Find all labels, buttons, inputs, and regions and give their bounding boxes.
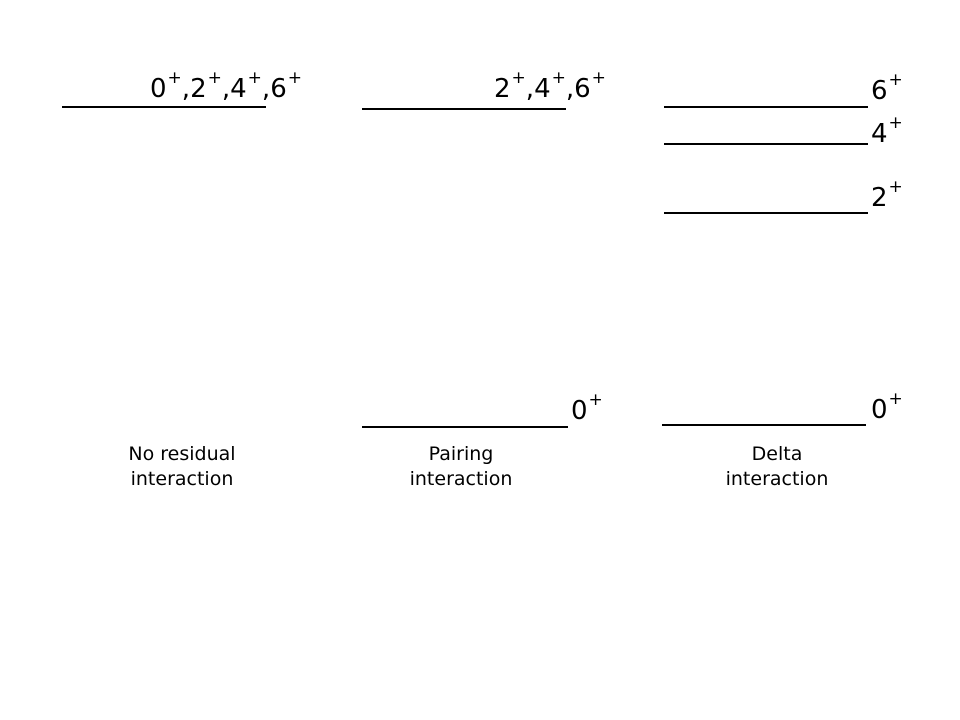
level-label-upper: 2+,4+,6+ bbox=[494, 68, 606, 104]
level-line-4 bbox=[664, 143, 868, 145]
level-line-6 bbox=[664, 106, 868, 108]
level-line-2 bbox=[664, 212, 868, 214]
level-label-0: 0+ bbox=[871, 389, 903, 425]
level-line-degenerate bbox=[62, 106, 266, 108]
level-label-6: 6+ bbox=[871, 70, 903, 106]
level-line-0 bbox=[662, 424, 866, 426]
level-label-ground: 0+ bbox=[571, 390, 603, 426]
level-line-upper bbox=[362, 108, 566, 110]
level-line-ground bbox=[362, 426, 568, 428]
level-label-4: 4+ bbox=[871, 113, 903, 149]
caption-pairing: Pairing interaction bbox=[409, 443, 513, 490]
level-label-degenerate: 0+,2+,4+,6+ bbox=[150, 68, 302, 104]
level-label-2: 2+ bbox=[871, 177, 903, 213]
caption-no-residual: No residual interaction bbox=[128, 443, 236, 490]
caption-delta: Delta interaction bbox=[725, 443, 829, 490]
